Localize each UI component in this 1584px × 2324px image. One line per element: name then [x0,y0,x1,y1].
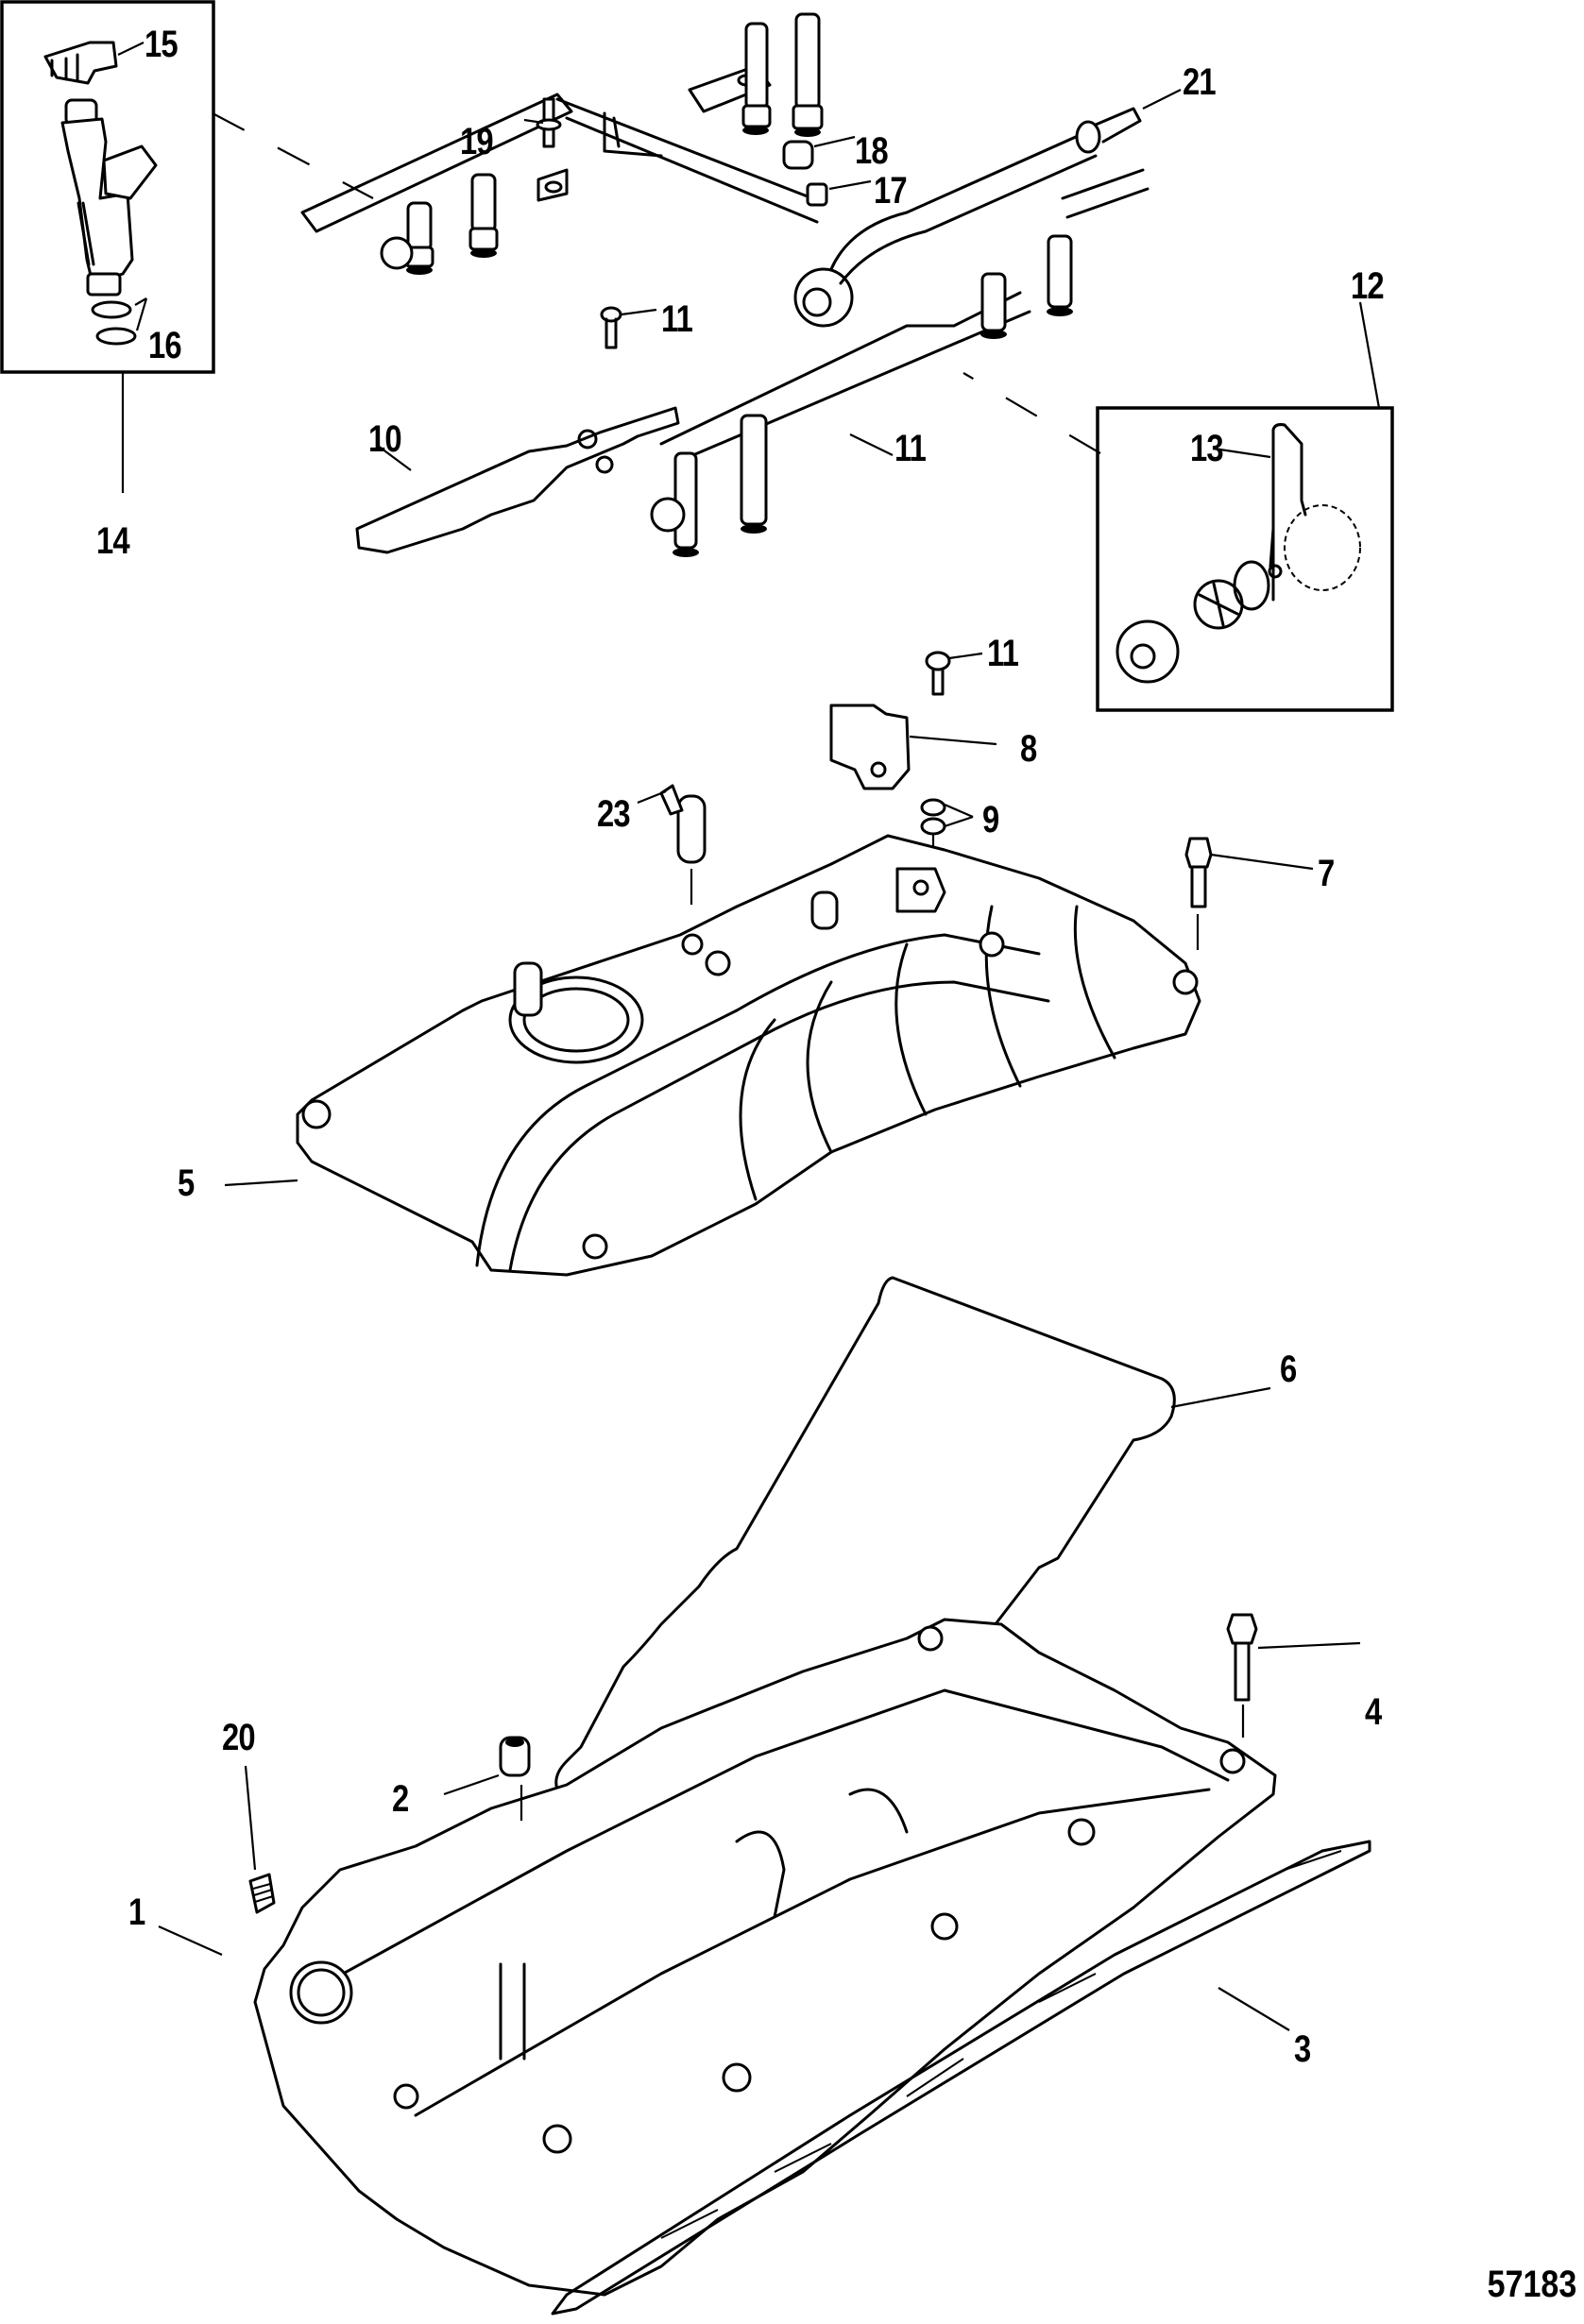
sensor-screw-drawing [925,651,983,696]
callout-8: 8 [1020,728,1037,770]
callout-3: 3 [1294,2028,1311,2070]
fuel-rail-bracket-drawing [355,406,680,554]
dowel-pin-drawing [637,784,707,925]
callout-9: 9 [982,799,999,840]
callout-23: 23 [597,793,631,835]
callout-14: 13 [1190,428,1224,469]
callout-17: 16 [148,325,182,366]
lower-bolt-drawing [1226,1613,1361,1738]
schrader-valve-drawing [806,179,872,207]
rail-injectors [380,12,1073,557]
rail-leader [849,433,894,456]
callout-7: 7 [1318,853,1335,894]
callout-21: 20 [222,1717,256,1758]
callout-11-upper: 11 [661,298,693,340]
plug-drawing [443,1736,531,1841]
rail-injector [740,414,768,534]
callout-10: 10 [368,418,402,460]
rail-injector [741,22,772,135]
map-sensor-drawing [829,704,997,790]
rail-injector [468,173,499,258]
lower-intake-manifold-drawing [158,1618,1277,2297]
callout-19: 18 [855,130,889,172]
bracket-screw-drawing [600,306,657,349]
regulator-parts-drawing [1116,423,1361,684]
injector-o-rings-drawing [91,297,148,346]
upper-intake-manifold-drawing [224,834,1201,1277]
callout-5: 5 [178,1162,195,1204]
rail-injector [792,12,824,137]
callout-11-lower: 11 [987,633,1019,674]
callout-4: 4 [1365,1691,1382,1733]
callout-12: 11 [894,428,927,469]
pipe-plug-drawing [244,1765,276,1914]
upper-manifold-gasket-drawing [554,1276,1271,1853]
rail-injector [650,451,699,557]
callout-6: 6 [1280,1349,1297,1390]
stud-drawing [523,97,562,148]
callout-1: 1 [128,1891,145,1933]
callout-2: 2 [392,1778,409,1820]
rail-injector [380,201,434,275]
injector-dashed-leader [212,112,374,199]
callout-15: 14 [96,520,130,562]
lower-manifold-gasket-drawing [551,1840,1371,2316]
callout-22: 21 [1183,61,1217,103]
injector-clip-drawing [43,41,145,85]
fuel-injector-drawing [60,98,158,297]
figure-number: 57183 [1487,2264,1576,2305]
manifold-bolt-drawing [1184,837,1314,982]
callout-18: 17 [874,170,908,212]
callout-20: 19 [460,121,494,162]
callout-13: 12 [1351,265,1385,307]
regulator-kit-box [962,301,1394,712]
callout-16: 15 [145,24,179,65]
rail-injector [1047,234,1073,316]
valve-cap-drawing [782,135,856,170]
injector-kit-box [0,0,215,493]
fuel-fitting-drawing [1075,89,1182,154]
rail-injector [980,272,1007,339]
